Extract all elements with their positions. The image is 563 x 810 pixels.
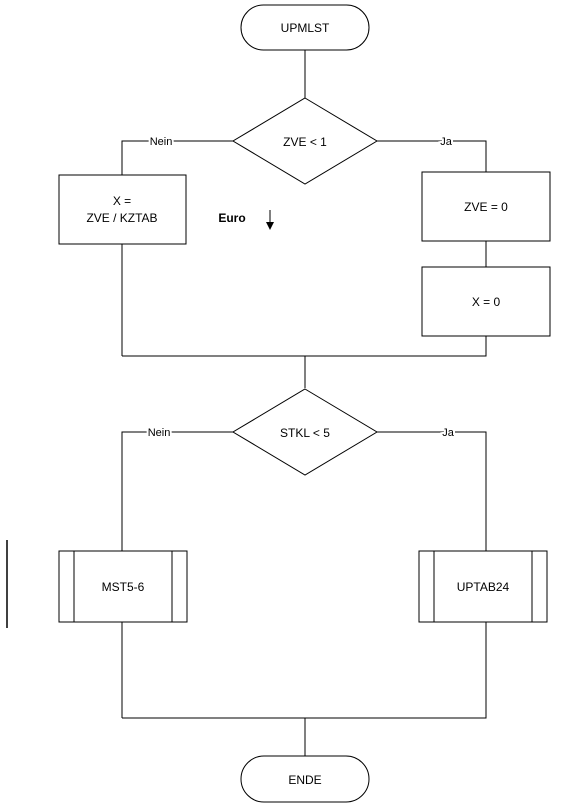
decision-stkl: STKL < 5 [232, 388, 378, 476]
subprocess-mst5-6-label: MST5-6 [102, 580, 145, 594]
start-terminal: UPMLST [240, 4, 370, 51]
process-x-zero: X = 0 [421, 266, 551, 337]
decision-zve-no-label: Nein [150, 136, 173, 148]
end-label: ENDE [288, 773, 321, 787]
process-zve-zero: ZVE = 0 [421, 171, 551, 242]
end-terminal: ENDE [240, 755, 370, 803]
euro-annotation: Euro [218, 211, 245, 225]
decision-stkl-no-label: Nein [148, 427, 171, 439]
process-zve-zero-label: ZVE = 0 [464, 200, 508, 214]
subprocess-uptab24: UPTAB24 [418, 550, 548, 623]
decision-stkl-label: STKL < 5 [280, 426, 330, 440]
process-x-line1: X = [113, 194, 131, 208]
connector-lines [121, 50, 487, 756]
process-x-line2: ZVE / KZTAB [86, 211, 157, 225]
subprocess-mst5-6: MST5-6 [58, 550, 188, 623]
process-x-zve-kztab: X = ZVE / KZTAB [58, 174, 187, 245]
decision-zve-yes-label: Ja [440, 136, 453, 148]
decision-zve-label: ZVE < 1 [283, 135, 327, 149]
start-label: UPMLST [281, 21, 330, 35]
decision-stkl-yes-label: Ja [442, 427, 455, 439]
decision-zve: ZVE < 1 [232, 97, 378, 185]
subprocess-uptab24-label: UPTAB24 [457, 580, 510, 594]
process-x-zero-label: X = 0 [472, 295, 501, 309]
